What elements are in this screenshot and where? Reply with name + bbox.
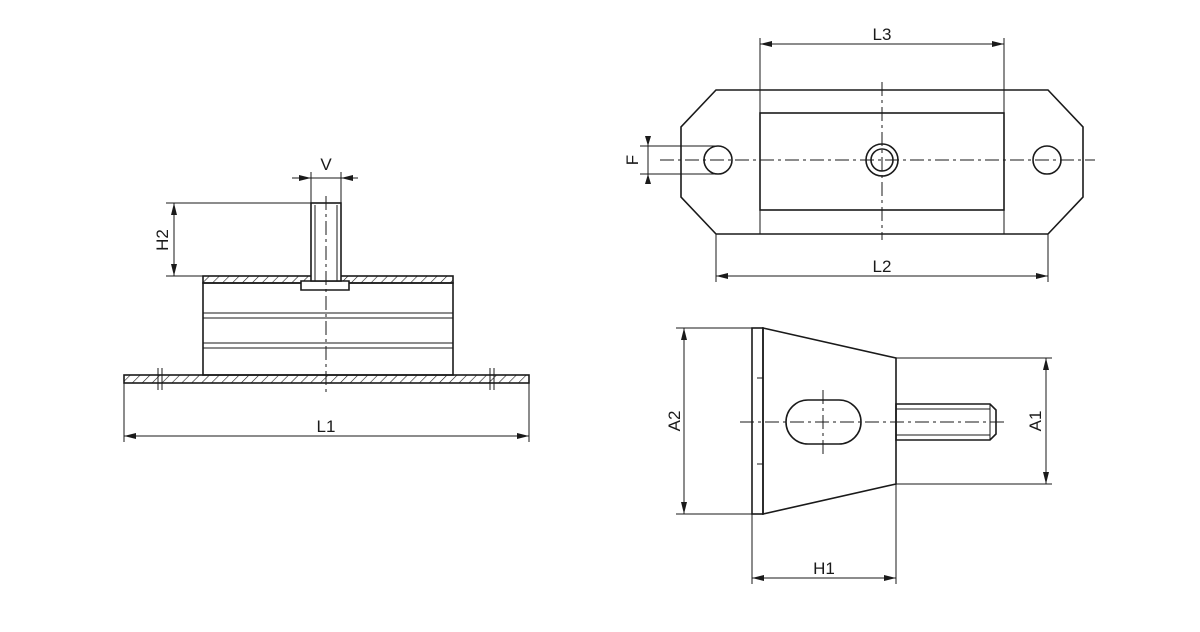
dim-label-h2: H2 [153,229,172,251]
front-view: V H2 L1 [123,155,530,442]
side-base-plate [751,327,764,515]
dim-label-a1: A1 [1026,411,1045,432]
rubber-body [202,282,454,376]
dim-label-l1: L1 [317,417,336,436]
nut-seat [300,280,350,291]
side-slot [785,399,862,445]
dim-label-a2: A2 [665,411,684,432]
top-view: L3 L2 F [623,25,1095,282]
dim-label-v: V [320,155,332,174]
dim-label-f: F [623,155,642,165]
dim-label-l3: L3 [873,25,892,44]
dim-label-h1: H1 [813,559,835,578]
side-view: A2 A1 H1 [665,326,1052,584]
dim-label-l2: L2 [873,257,892,276]
tapered-body [762,326,897,516]
